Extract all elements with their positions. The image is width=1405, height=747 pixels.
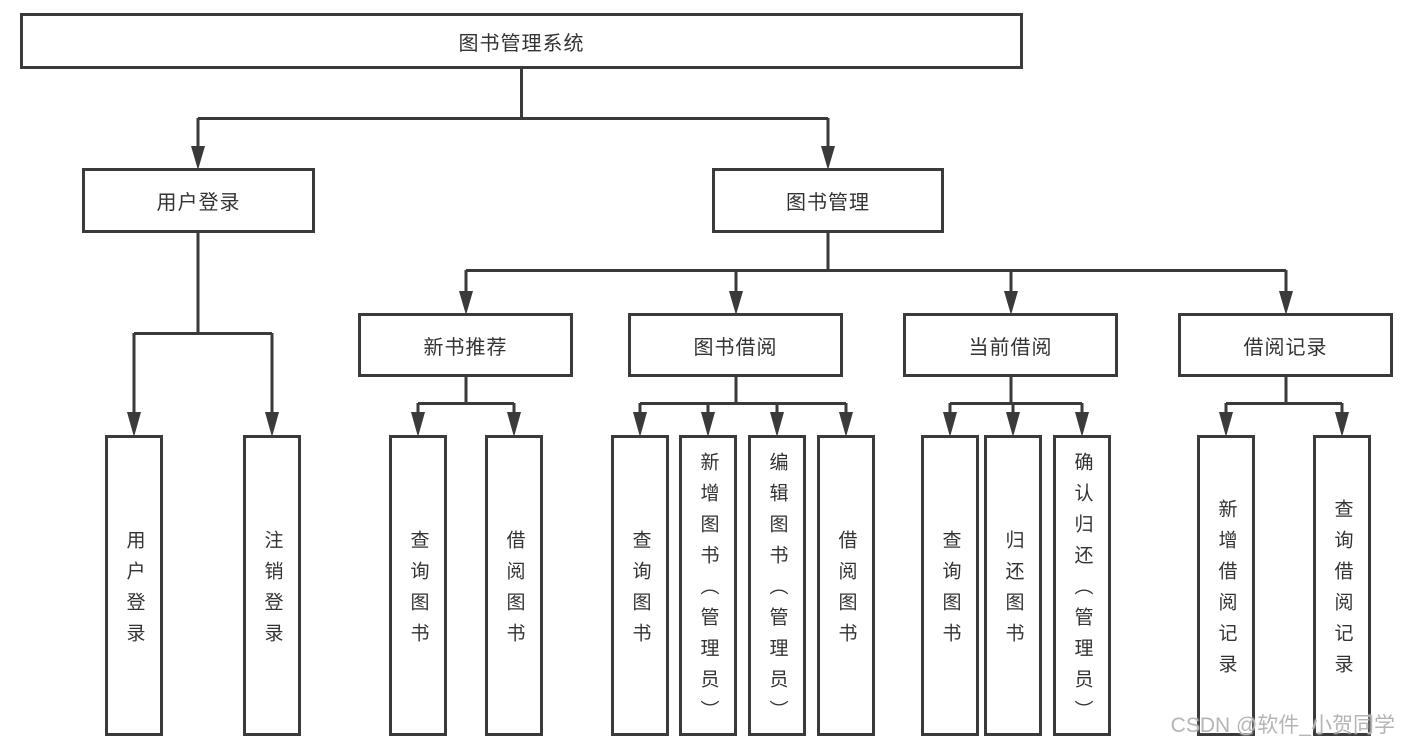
leaf-recommend-query-books: 查询图书 — [389, 435, 447, 736]
leaf-current-confirm-return-label: 确认归还（管理员） — [1071, 452, 1093, 731]
leaf-recommend-borrow-books: 借阅图书 — [485, 435, 543, 736]
leaf-records-add-record: 新增借阅记录 — [1197, 435, 1255, 736]
leaf-records-query-record-label: 查询借阅记录 — [1331, 498, 1353, 685]
leaf-borrow-query-books-label: 查询图书 — [629, 529, 651, 654]
node-book-management: 图书管理 — [712, 168, 944, 233]
leaf-records-query-record: 查询借阅记录 — [1313, 435, 1371, 736]
node-current-borrow: 当前借阅 — [903, 313, 1118, 377]
leaf-user-login: 用户登录 — [105, 435, 163, 736]
connector-book-borrow-to-leaves — [633, 377, 853, 437]
node-root-library-system: 图书管理系统 — [20, 13, 1023, 69]
leaf-user-login-label: 用户登录 — [123, 529, 145, 654]
watermark: CSDN @软件_小贺同学 — [1170, 714, 1395, 737]
leaf-current-query-books: 查询图书 — [921, 435, 979, 736]
node-new-book-recommend: 新书推荐 — [358, 313, 573, 377]
leaf-current-return-books-label: 归还图书 — [1002, 529, 1024, 654]
connector-current-borrow-to-leaves — [943, 377, 1089, 437]
leaf-current-query-books-label: 查询图书 — [939, 529, 961, 654]
leaf-borrow-add-books-label: 新增图书（管理员） — [697, 452, 719, 731]
leaf-borrow-edit-books-label: 编辑图书（管理员） — [766, 452, 788, 731]
node-book-borrow: 图书借阅 — [628, 313, 843, 377]
leaf-borrow-query-books: 查询图书 — [611, 435, 669, 736]
leaf-borrow-edit-books: 编辑图书（管理员） — [748, 435, 806, 736]
connector-book-management-to-level3 — [459, 233, 1293, 315]
leaf-recommend-query-books-label: 查询图书 — [407, 529, 429, 654]
leaf-borrow-add-books: 新增图书（管理员） — [679, 435, 737, 736]
leaf-records-add-record-label: 新增借阅记录 — [1215, 498, 1237, 685]
leaf-borrow-borrow-books: 借阅图书 — [817, 435, 875, 736]
connector-borrow-records-to-leaves — [1219, 377, 1349, 437]
connector-new-book-recommend-to-leaves — [411, 377, 521, 437]
leaf-borrow-borrow-books-label: 借阅图书 — [835, 529, 857, 654]
leaf-logout: 注销登录 — [243, 435, 301, 736]
node-user-login: 用户登录 — [82, 168, 315, 233]
leaf-current-confirm-return: 确认归还（管理员） — [1053, 435, 1111, 736]
leaf-current-return-books: 归还图书 — [984, 435, 1042, 736]
connector-user-login-to-leaves — [127, 233, 279, 437]
connector-root-to-level2 — [191, 69, 835, 170]
leaf-recommend-borrow-books-label: 借阅图书 — [503, 529, 525, 654]
node-borrow-records: 借阅记录 — [1178, 313, 1393, 377]
leaf-logout-label: 注销登录 — [261, 529, 283, 654]
